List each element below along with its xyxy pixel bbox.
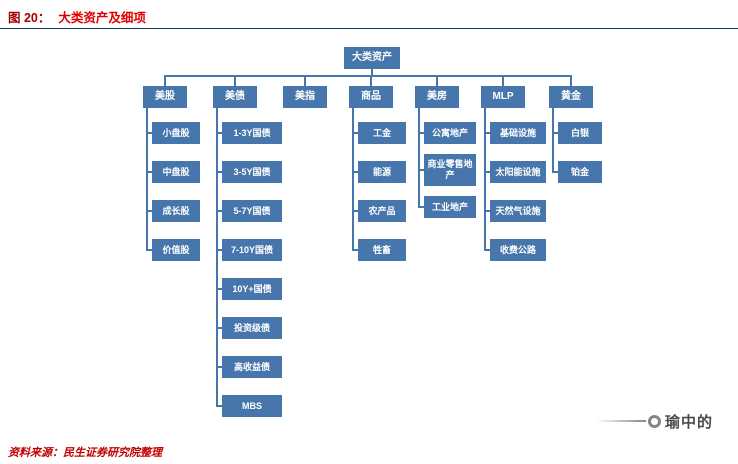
connector-line bbox=[484, 249, 490, 251]
connector-line bbox=[484, 108, 486, 251]
tree-node: 价值股 bbox=[152, 239, 200, 261]
connector-line bbox=[418, 132, 424, 134]
watermark-text: 瑜中的 bbox=[665, 413, 714, 431]
connector-line bbox=[216, 171, 222, 173]
connector-line bbox=[234, 77, 236, 86]
tree-node: 3-5Y国债 bbox=[222, 161, 282, 183]
connector-line bbox=[146, 210, 152, 212]
connector-line bbox=[552, 108, 554, 173]
figure-title: 大类资产及细项 bbox=[58, 11, 146, 25]
tree-node: 5-7Y国债 bbox=[222, 200, 282, 222]
tree-node: 收费公路 bbox=[490, 239, 546, 261]
tree-node: 天然气设施 bbox=[490, 200, 546, 222]
connector-line bbox=[371, 69, 373, 75]
tree-node: 工业地产 bbox=[424, 196, 476, 218]
tree-node: 美债 bbox=[213, 86, 257, 108]
tree-node: 铂金 bbox=[558, 161, 602, 183]
connector-line bbox=[216, 249, 222, 251]
connector-line bbox=[216, 210, 222, 212]
connector-line bbox=[216, 366, 222, 368]
connector-line bbox=[216, 288, 222, 290]
connector-line bbox=[146, 171, 152, 173]
tree-node: 商业零售地产 bbox=[424, 154, 476, 186]
connector-line bbox=[352, 108, 354, 251]
source-note: 资料来源：民生证券研究院整理 bbox=[8, 447, 162, 459]
connector-line bbox=[552, 132, 558, 134]
tree-node: 7-10Y国债 bbox=[222, 239, 282, 261]
connector-line bbox=[418, 108, 420, 208]
tree-node: 工金 bbox=[358, 122, 406, 144]
connector-line bbox=[552, 171, 558, 173]
connector-line bbox=[484, 171, 490, 173]
tree-node: 太阳能设施 bbox=[490, 161, 546, 183]
tree-node: 美指 bbox=[283, 86, 327, 108]
connector-line bbox=[146, 132, 152, 134]
tree-node: 美股 bbox=[143, 86, 187, 108]
connector-line bbox=[436, 77, 438, 86]
tree-node: 高收益债 bbox=[222, 356, 282, 378]
figure-label: 图 20： bbox=[8, 11, 51, 25]
connector-line bbox=[370, 77, 372, 86]
watermark-dash bbox=[596, 420, 646, 422]
tree-node: MLP bbox=[481, 86, 525, 108]
connector-line bbox=[352, 171, 358, 173]
tree-node: 黄金 bbox=[549, 86, 593, 108]
connector-line bbox=[216, 108, 218, 407]
connector-line bbox=[352, 249, 358, 251]
tree-node: 小盘股 bbox=[152, 122, 200, 144]
tree-node: MBS bbox=[222, 395, 282, 417]
tree-node: 农产品 bbox=[358, 200, 406, 222]
tree-node: 基础设施 bbox=[490, 122, 546, 144]
connector-line bbox=[484, 132, 490, 134]
tree-node: 能源 bbox=[358, 161, 406, 183]
figure-caption: 图 20： 大类资产及细项 bbox=[8, 7, 146, 26]
wechat-watermark: 瑜中的 bbox=[596, 410, 713, 432]
tree-node: 白银 bbox=[558, 122, 602, 144]
connector-line bbox=[352, 210, 358, 212]
tree-node: 公寓地产 bbox=[424, 122, 476, 144]
tree-node: 商品 bbox=[349, 86, 393, 108]
tree-node: 1-3Y国债 bbox=[222, 122, 282, 144]
connector-line bbox=[146, 108, 148, 251]
connector-line bbox=[146, 249, 152, 251]
tree-node: 投资级债 bbox=[222, 317, 282, 339]
connector-line bbox=[352, 132, 358, 134]
connector-line bbox=[484, 210, 490, 212]
connector-line bbox=[164, 75, 572, 77]
connector-line bbox=[216, 405, 222, 407]
connector-line bbox=[502, 77, 504, 86]
connector-line bbox=[216, 327, 222, 329]
tree-node: 大类资产 bbox=[344, 47, 400, 69]
wechat-logo-icon bbox=[648, 414, 661, 428]
connector-line bbox=[216, 132, 222, 134]
connector-line bbox=[418, 169, 424, 171]
connector-line bbox=[418, 206, 424, 208]
connector-line bbox=[304, 77, 306, 86]
tree-node: 美房 bbox=[415, 86, 459, 108]
tree-node: 中盘股 bbox=[152, 161, 200, 183]
connector-line bbox=[164, 77, 166, 86]
tree-node: 10Y+国债 bbox=[222, 278, 282, 300]
tree-node: 成长股 bbox=[152, 200, 200, 222]
tree-node: 牲畜 bbox=[358, 239, 406, 261]
connector-line bbox=[570, 77, 572, 86]
title-divider bbox=[0, 28, 738, 29]
